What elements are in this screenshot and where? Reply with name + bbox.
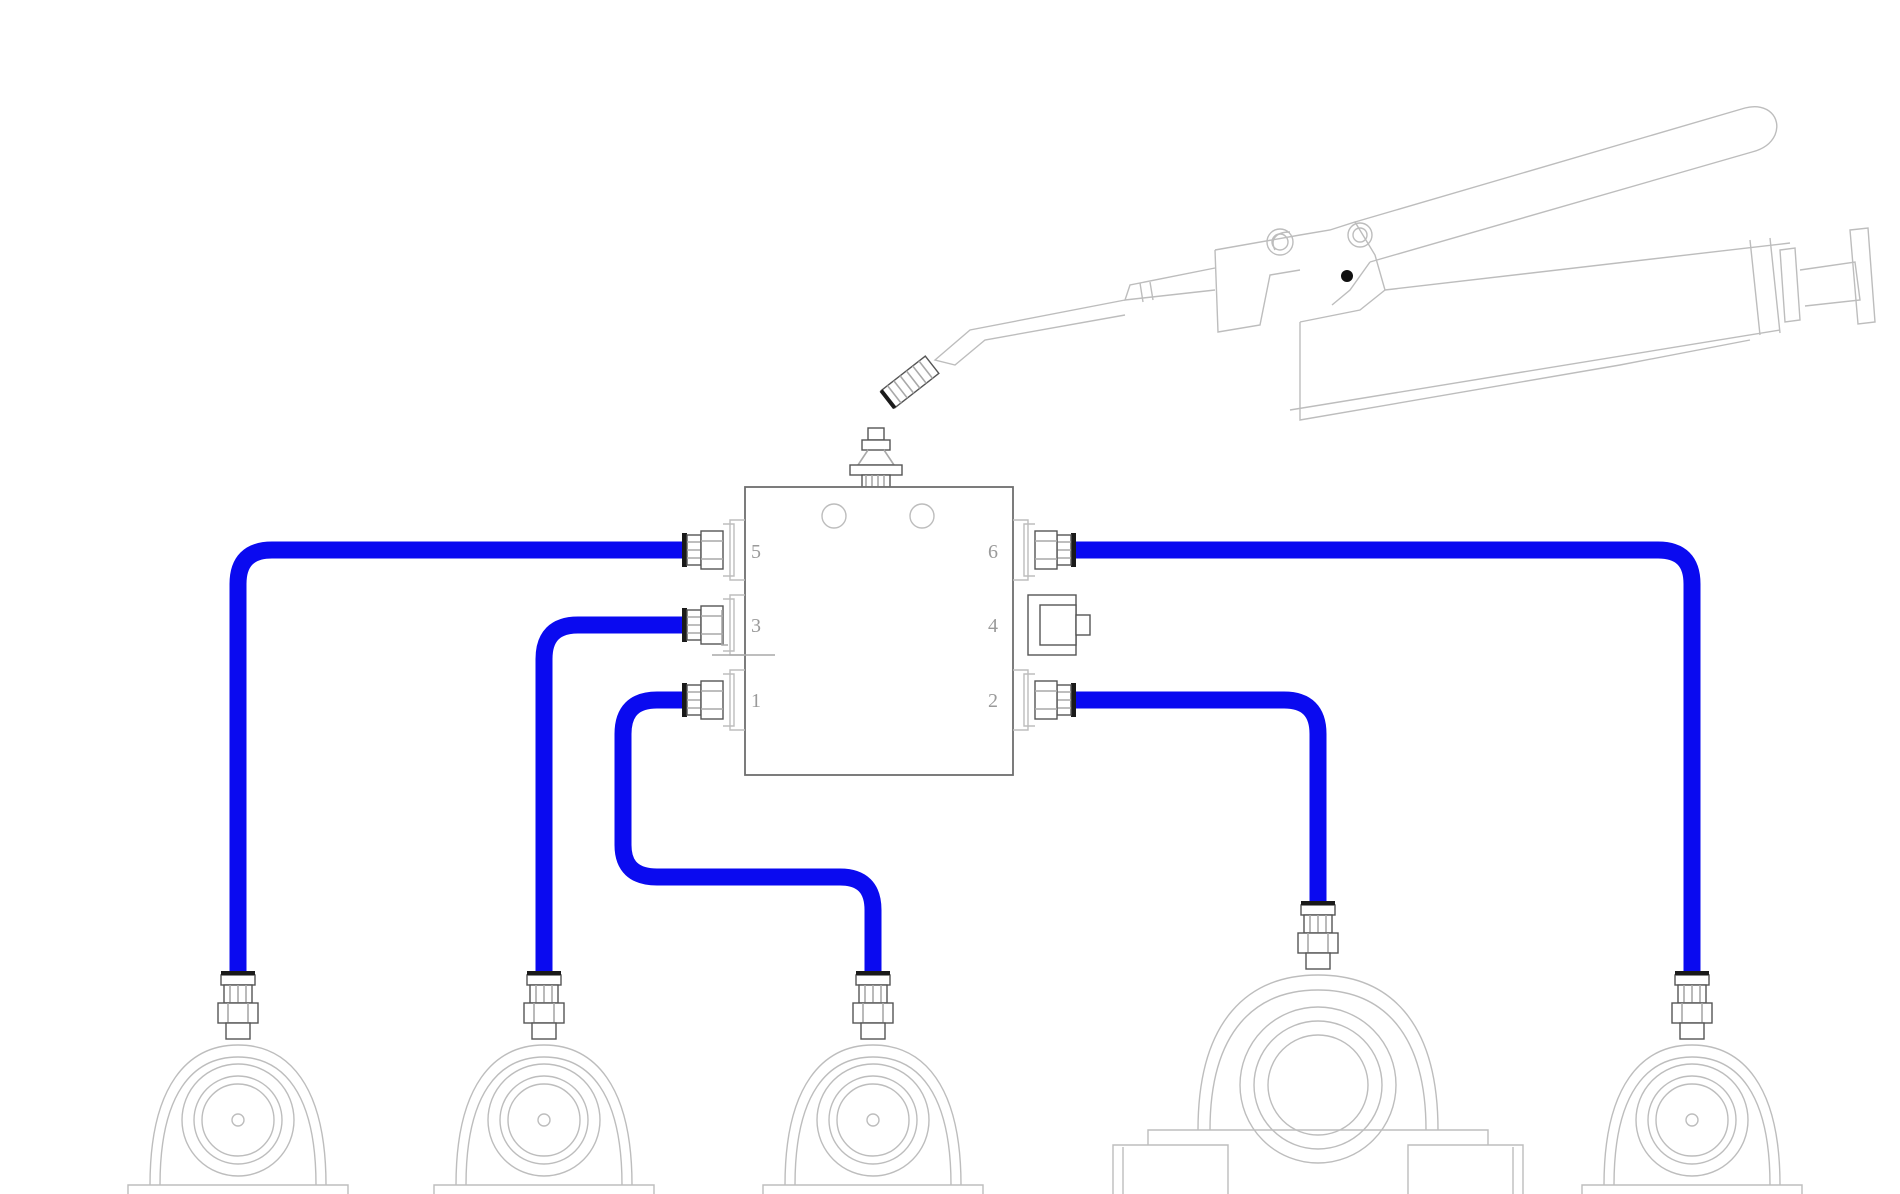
port-6-label: 6 [988,541,998,563]
bearing-icon [408,970,680,1194]
hose-port-3 [535,616,682,975]
port-1-label: 1 [751,690,761,712]
hose-port-2 [1076,691,1327,905]
port-2-label: 2 [988,690,998,712]
distributor-block-icon: 5 3 1 6 4 2 [681,427,1091,776]
hose-lines [229,541,1701,975]
port-3-label: 3 [751,615,761,637]
port-5-label: 5 [751,541,761,563]
hose-port-1 [614,691,882,975]
bearing-icon [1556,970,1828,1194]
hose-port-5 [229,541,682,975]
bearing-icon [102,970,374,1194]
hose-port-6 [1076,541,1701,975]
grease-gun-icon [879,106,1876,421]
bearing-icon [1112,900,1524,1194]
bearing-icon [737,970,1009,1194]
grease-nipple-icon [849,427,903,488]
port-4-label: 4 [988,615,998,637]
